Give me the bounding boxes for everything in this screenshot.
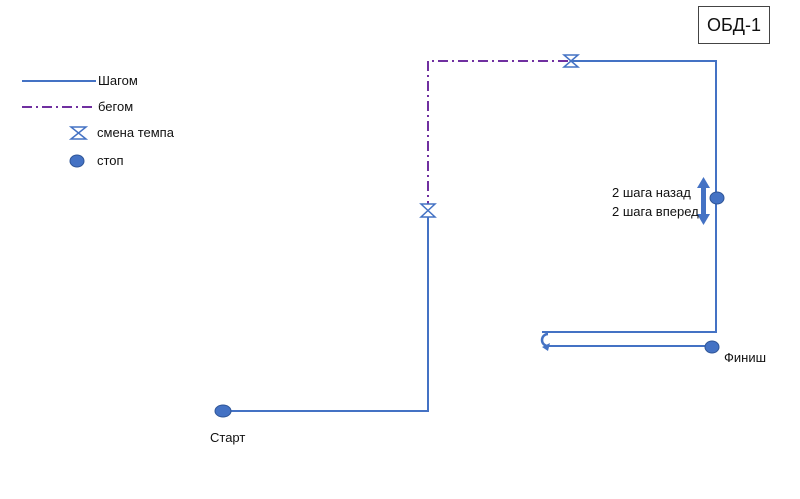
legend-stop-label: стоп <box>97 153 124 168</box>
steps-back-label: 2 шага назад <box>612 185 691 200</box>
legend-walk-label: Шагом <box>98 73 138 88</box>
u-turn-arrow-icon <box>540 332 550 351</box>
walk-path-start <box>223 211 429 412</box>
double-arrow-icon <box>697 177 710 225</box>
start-stop-marker <box>214 404 232 418</box>
bowtie-icon <box>561 54 581 68</box>
route-run <box>427 60 571 211</box>
steps-forward-label: 2 шага вперед <box>612 204 699 219</box>
start-label: Старт <box>210 430 245 445</box>
diagram-title: ОБД-1 <box>698 6 770 44</box>
mid-stop-marker <box>709 191 725 205</box>
bowtie-icon <box>419 203 437 218</box>
legend-tempo-label: смена темпа <box>97 125 175 140</box>
legend: Шагом бегом смена темпа стоп <box>22 73 175 168</box>
route-walk <box>223 60 717 412</box>
bowtie-icon <box>68 126 89 140</box>
finish-stop-marker <box>704 340 720 354</box>
legend-run-label: бегом <box>98 99 133 114</box>
filled-circle-icon <box>69 154 85 168</box>
finish-label: Финиш <box>724 350 766 365</box>
